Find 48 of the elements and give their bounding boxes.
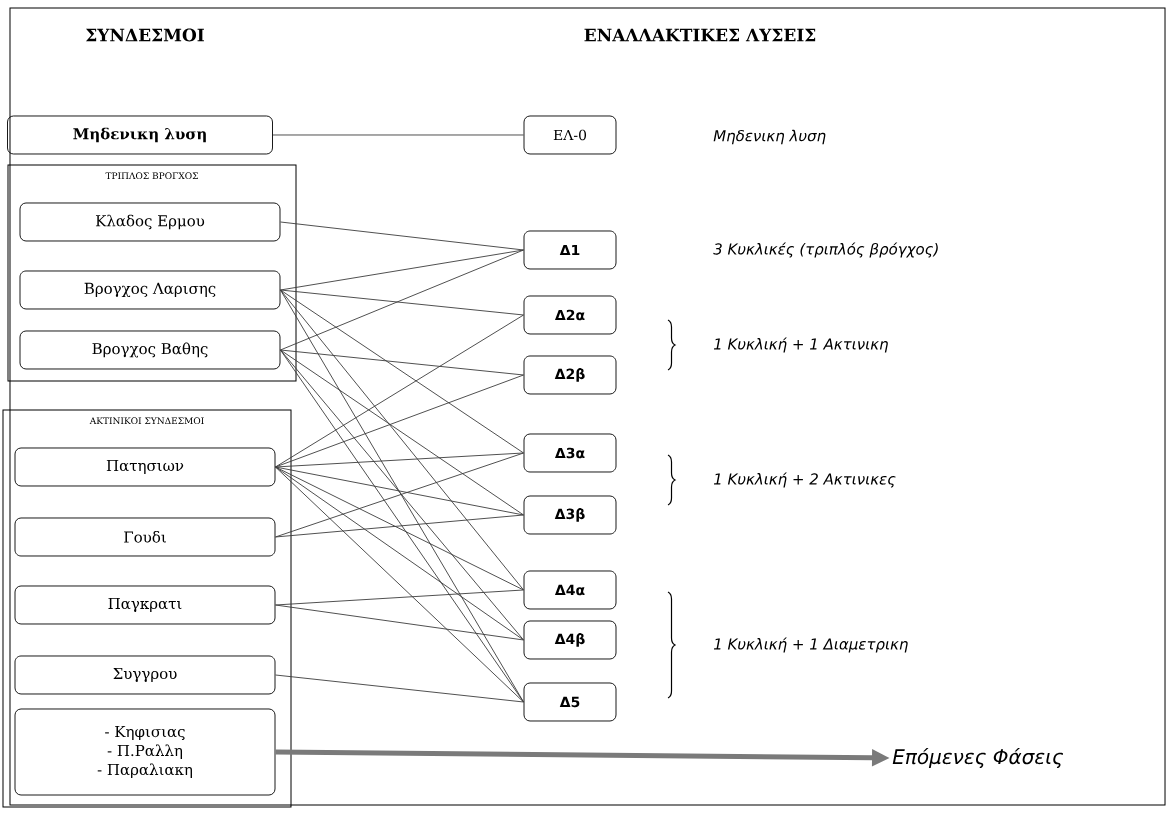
solution-box: Δ4β <box>523 620 617 660</box>
connector-line <box>275 466 524 516</box>
connector-line <box>280 289 524 454</box>
link-box: Βρογχος Βαθης <box>19 330 281 370</box>
solution-box: Δ3α <box>523 433 617 473</box>
connector-line <box>280 249 524 291</box>
connector-line <box>272 134 524 136</box>
connector-line <box>280 349 524 641</box>
connector-line <box>275 466 524 591</box>
connector-line <box>280 289 524 316</box>
connector-line <box>280 221 524 251</box>
solution-note: Μηδενικη λυση <box>713 129 826 145</box>
connector-line <box>280 349 524 516</box>
connector-line <box>275 466 524 641</box>
connector-line <box>280 249 524 351</box>
connector-line <box>280 349 524 376</box>
solution-note: 1 Κυκλική + 2 Ακτινικες <box>713 472 896 488</box>
solution-note: 3 Κυκλικές (τριπλός βρόγχος) <box>713 242 938 258</box>
link-box: Κλαδος Ερμου <box>19 202 281 242</box>
connector-line <box>275 452 524 468</box>
link-box: Συγγρου <box>14 655 276 695</box>
column-heading: ΕΝΑΛΛΑΚΤΙΚΕΣ ΛΥΣΕΙΣ <box>584 28 816 42</box>
solution-box: Δ3β <box>523 495 617 535</box>
solution-box: Δ1 <box>523 230 617 270</box>
solution-box: Δ2α <box>523 295 617 335</box>
link-box: Βρογχος Λαρισης <box>19 270 281 310</box>
connector-line <box>275 374 524 468</box>
connector-line <box>275 514 524 538</box>
link-box: Πατησιων <box>14 447 276 487</box>
solution-note: 1 Κυκλική + 1 Ακτινικη <box>713 337 888 353</box>
result-text: Επόμενες Φάσεις <box>892 747 1064 769</box>
solution-box: Δ2β <box>523 355 617 395</box>
connector-line <box>275 466 524 703</box>
link-box: - Κηφισιας - Π.Ραλλη - Παραλιακη <box>14 708 276 796</box>
solution-box: ΕΛ-0 <box>523 115 617 155</box>
option-box: Μηδενικη λυση <box>7 115 273 155</box>
solution-box: Δ4α <box>523 570 617 610</box>
connector-line <box>275 589 524 606</box>
solution-box: Δ5 <box>523 682 617 722</box>
connector-line <box>275 452 524 538</box>
connector-line <box>275 604 524 641</box>
connector-line <box>275 314 524 468</box>
link-box: Γουδι <box>14 517 276 557</box>
connector-line <box>280 289 524 591</box>
connector-line <box>275 674 524 703</box>
column-heading: ΣΥΝΔΕΣΜΟΙ <box>85 28 204 42</box>
link-box: Παγκρατι <box>14 585 276 625</box>
solution-note: 1 Κυκλική + 1 Διαμετρικη <box>713 637 908 653</box>
